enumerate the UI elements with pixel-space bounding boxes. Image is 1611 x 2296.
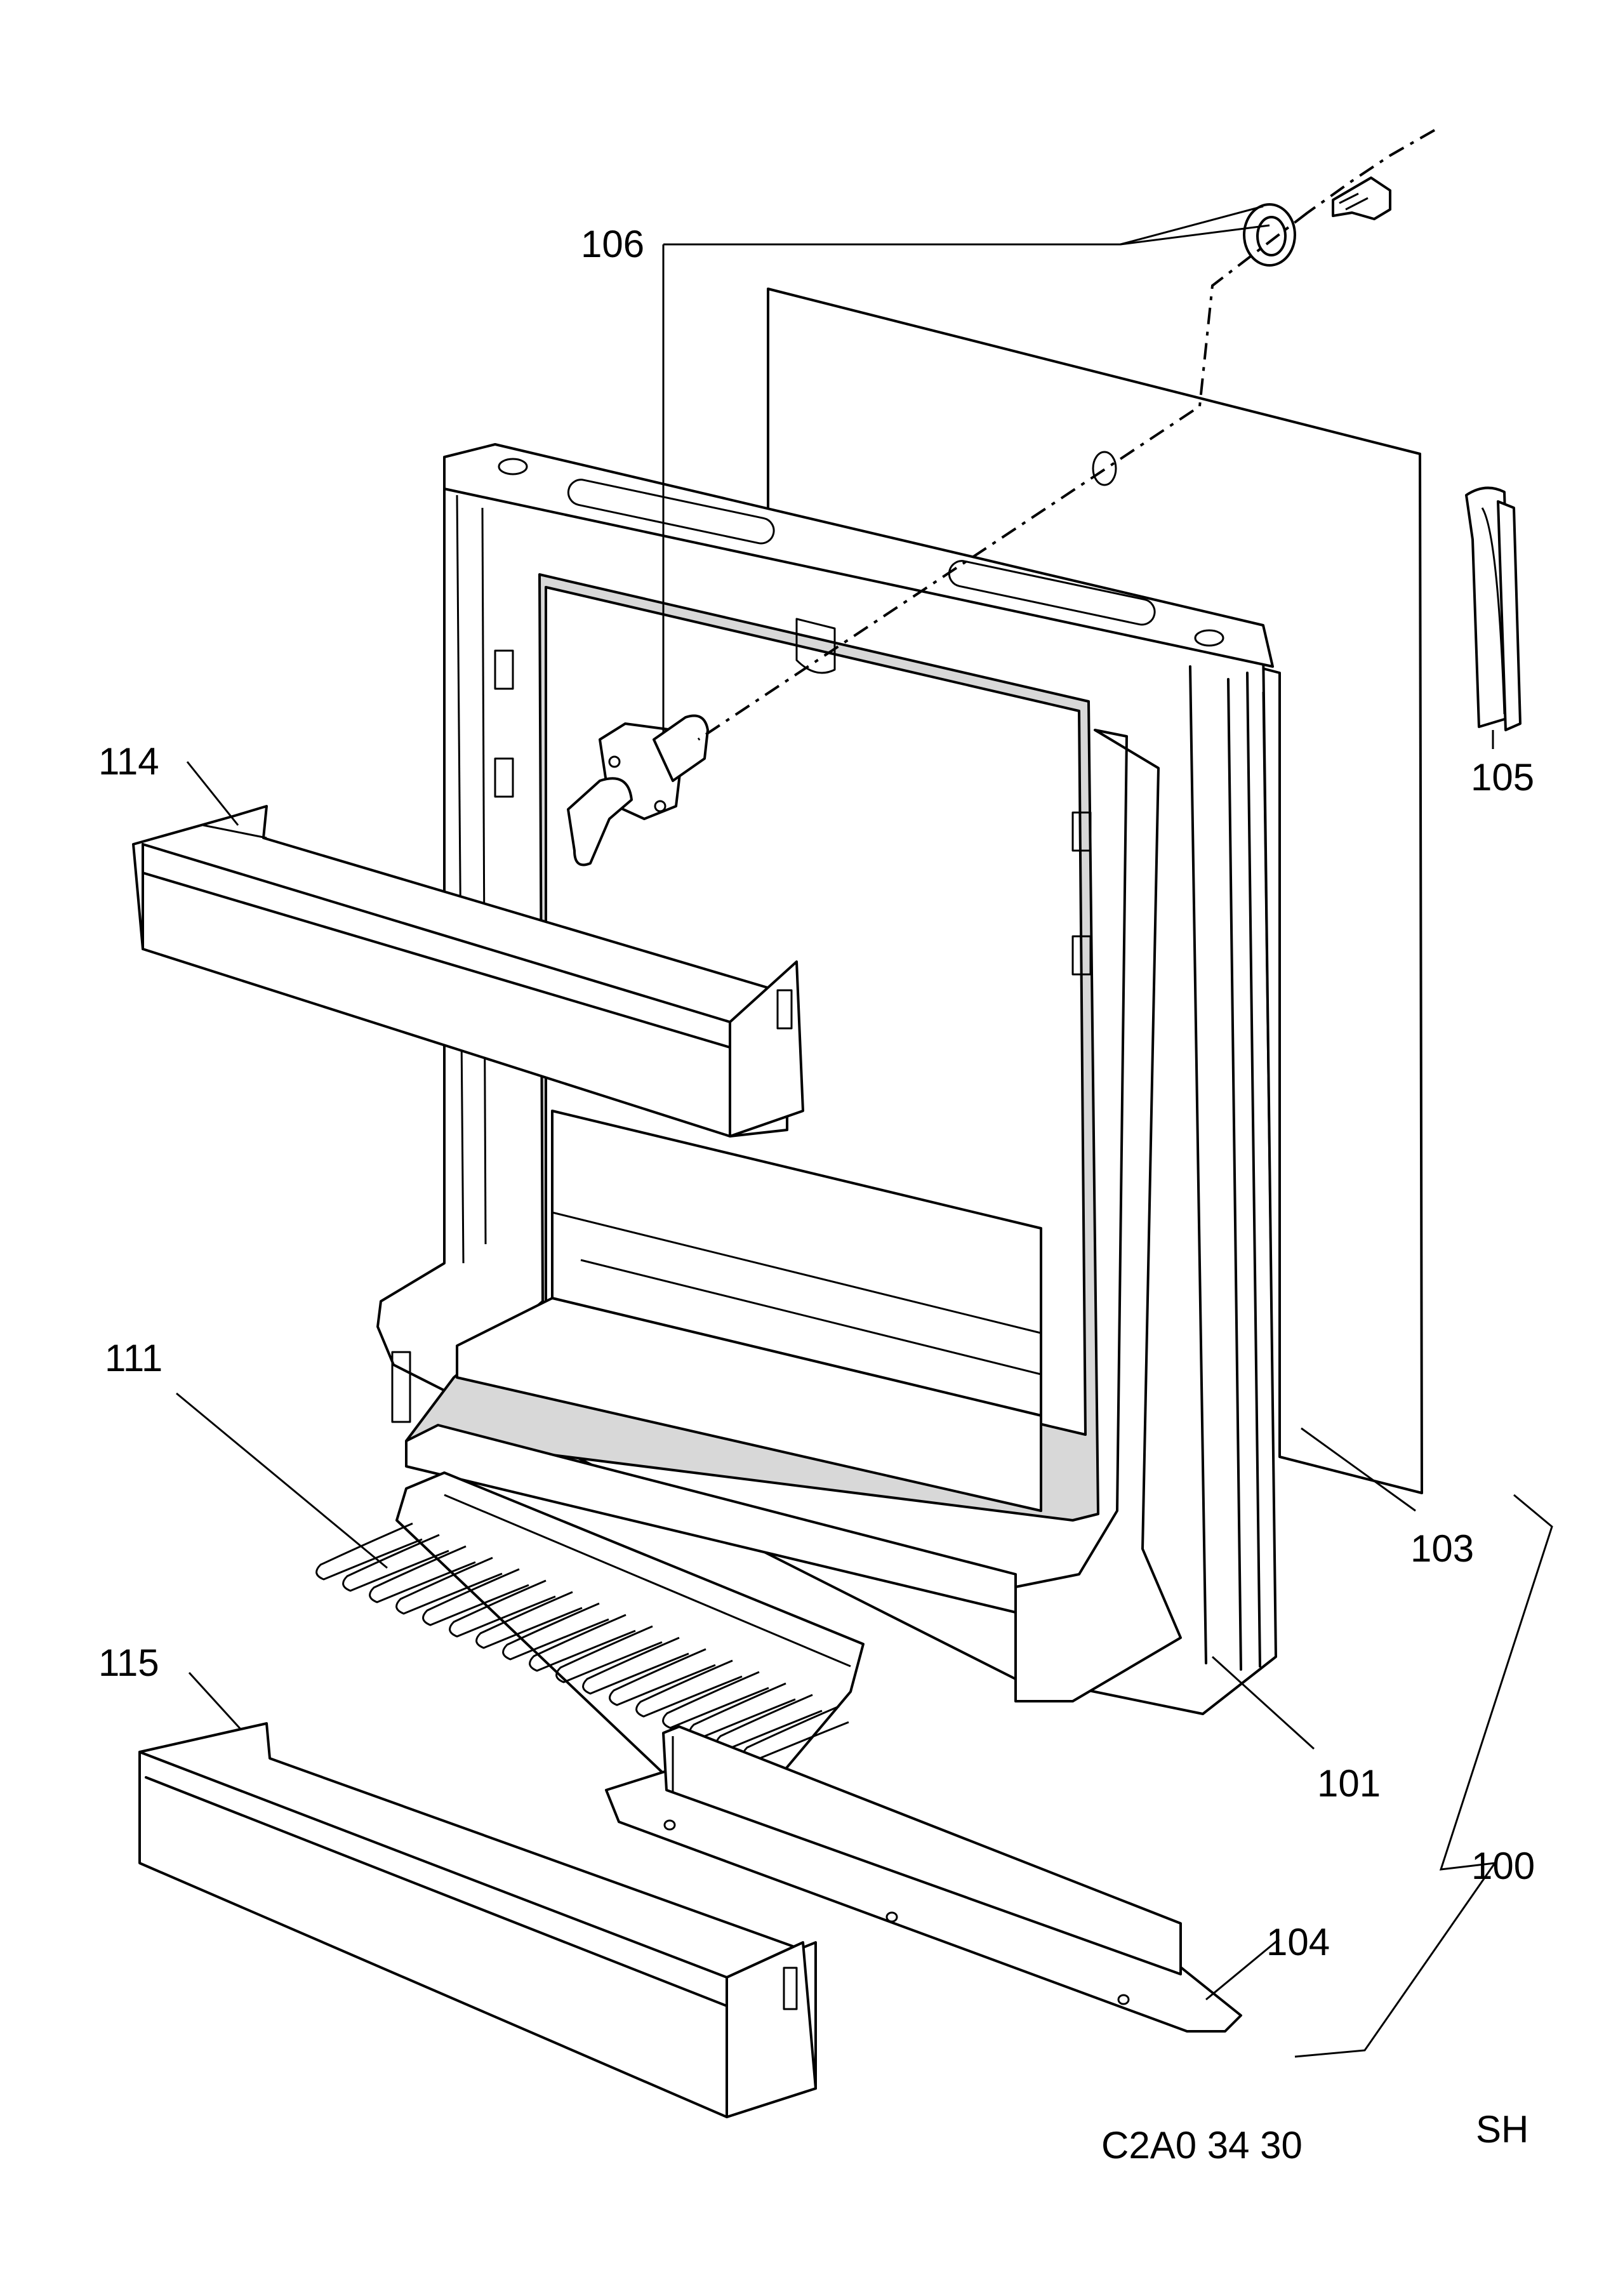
label-103: 103 <box>1410 1527 1474 1570</box>
label-115: 115 <box>98 1642 159 1684</box>
comb-tooth <box>422 1568 529 1626</box>
comb-tooth <box>475 1591 583 1649</box>
comb-tooth <box>315 1522 423 1581</box>
label-101: 101 <box>1317 1762 1381 1805</box>
label-111: 111 <box>105 1337 162 1379</box>
lock-parts-106 <box>567 129 1435 866</box>
comb-tooth <box>635 1659 743 1718</box>
label-105: 105 <box>1471 756 1534 799</box>
comb-tooth <box>582 1636 689 1695</box>
comb-tooth <box>342 1534 449 1592</box>
label-114: 114 <box>98 740 159 783</box>
label-100: 100 <box>1471 1845 1535 1887</box>
comb-tooth <box>449 1579 556 1638</box>
comb-tooth <box>662 1671 769 1729</box>
comb-tooth <box>502 1602 609 1661</box>
lower-shelf-115 <box>138 1722 817 2118</box>
leader-lines <box>176 205 1553 2058</box>
comb-tooth <box>555 1625 663 1683</box>
comb-tooth <box>369 1545 476 1603</box>
comb-tooth <box>395 1556 503 1615</box>
bottom-strip-104 <box>605 1725 1242 2033</box>
door-frame-101 <box>376 443 1277 1715</box>
label-106: 106 <box>581 223 644 265</box>
label-104: 104 <box>1266 1921 1330 1963</box>
upper-shelf-114 <box>132 805 804 1138</box>
hinge-bracket-105 <box>1465 486 1522 731</box>
part-labels: 106 114 105 111 103 115 101 100 104 C2A0… <box>98 223 1535 2167</box>
comb-tooth <box>529 1614 636 1672</box>
drawing-mark: SH <box>1476 2108 1528 2151</box>
drawing-code: C2A0 34 30 <box>1101 2124 1303 2167</box>
comb-tooth <box>609 1648 716 1706</box>
